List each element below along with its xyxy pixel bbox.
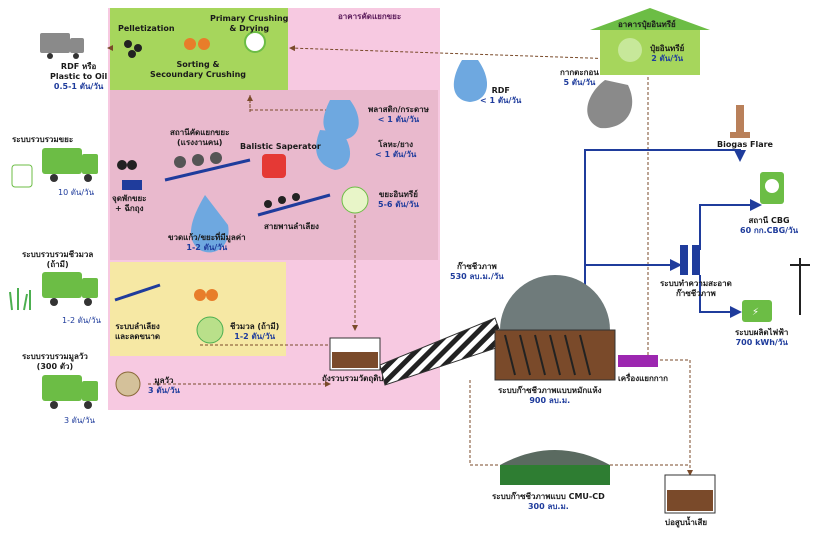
wastewater-pond-label: บ่อสูบน้ำเสีย bbox=[665, 518, 708, 527]
mixing-tank-label: ถังรวบรวมวัตถุดิบ bbox=[322, 374, 384, 383]
bin-station-label: จุดพักขยะ+ ฉีกถุง bbox=[112, 194, 147, 213]
compost-roof bbox=[590, 8, 710, 30]
gas-flow-lines bbox=[584, 149, 762, 318]
rdf-truck-icon bbox=[40, 33, 84, 59]
conveyor-label: สายพานลำเลียง bbox=[264, 222, 319, 231]
biomass-collection-rate: 1-2 ตัน/วัน bbox=[62, 316, 101, 325]
organic-waste-icon bbox=[341, 186, 369, 214]
sorting-conveyor-icon bbox=[164, 152, 251, 182]
biomass-collection-title: ระบบรวบรวมชีวมวล(ถ้ามี) bbox=[22, 250, 94, 269]
biogas-dome bbox=[500, 275, 610, 330]
separator-machine bbox=[618, 355, 658, 367]
compost-product-label: ปุ๋ยอินทรีย์2 ตัน/วัน bbox=[650, 44, 685, 63]
building-label: อาคารคัดแยกขยะ bbox=[338, 12, 402, 21]
power-pole-icon bbox=[790, 258, 810, 315]
metal-rubber-label: โลหะ/ยาง< 1 ตัน/วัน bbox=[375, 140, 417, 159]
feed-conveyor bbox=[379, 317, 506, 386]
biomass-product-label: ชีวมวล (ถ้ามี)1-2 ตัน/วัน bbox=[230, 322, 280, 341]
biomass-icon bbox=[196, 316, 224, 344]
recycle-icon bbox=[244, 31, 266, 53]
ballistic-label: Balistic Saperator bbox=[240, 142, 321, 151]
gas-cleaning-icon bbox=[680, 245, 700, 275]
waste-truck-icon bbox=[42, 148, 98, 182]
separator-label: เครื่องแยกกาก bbox=[618, 374, 668, 383]
pelletization-label: Pelletization bbox=[118, 24, 175, 33]
rdf-drop-icon bbox=[453, 60, 488, 102]
waste-collection-title: ระบบรวบรวมขยะ bbox=[12, 135, 74, 144]
biomass-feed-icon bbox=[114, 283, 218, 302]
cmu-tank bbox=[500, 465, 610, 485]
compost-building-shape bbox=[600, 30, 700, 75]
generator-icon: ⚡ bbox=[742, 300, 772, 322]
biogas-flare-icon bbox=[730, 105, 750, 138]
plastic-paper-label: พลาสติก/กระดาษ< 1 ตัน/วัน bbox=[368, 105, 429, 124]
organic-waste-label: ขยะอินทรีย์5-6 ตัน/วัน bbox=[378, 190, 419, 209]
pellet-icon bbox=[124, 40, 142, 58]
compost-building-title: อาคารปุ๋ยอินทรีย์ bbox=[618, 20, 676, 29]
grass-icon bbox=[9, 288, 31, 311]
biomass-zone bbox=[110, 262, 286, 356]
conveyor-belt-icon bbox=[257, 193, 331, 217]
manure-collection-title: ระบบรวบรวมมูลวัว(300 ตัว) bbox=[22, 352, 88, 371]
primary-crushing-label: Primary Crushing& Drying bbox=[210, 14, 289, 33]
rdf-drop-label: RDF< 1 ตัน/วัน bbox=[480, 86, 522, 105]
gas-cleaning-label: ระบบทำความสะอาดก๊าซชีวภาพ bbox=[660, 279, 732, 298]
biogas-flare-label: Biogas Flare bbox=[717, 140, 773, 149]
glass-drop-icon bbox=[190, 195, 229, 253]
manure-collection-rate: 3 ตัน/วัน bbox=[64, 416, 95, 425]
waste-collection-rate: 10 ตัน/วัน bbox=[58, 188, 95, 197]
gear-icon bbox=[184, 38, 210, 50]
manure-truck-icon bbox=[42, 375, 98, 409]
biomass-feed-label: ระบบลำเลียงและลดขนาด bbox=[115, 322, 161, 341]
metal-drop-icon bbox=[316, 130, 351, 170]
svg-text:⚡: ⚡ bbox=[752, 307, 759, 318]
recycle-bin-icon bbox=[11, 164, 33, 188]
plastic-drop-icon bbox=[323, 100, 359, 140]
sorting-label: Sorting &Secoundary Crushing bbox=[150, 60, 247, 79]
ballistic-separator-icon bbox=[262, 154, 286, 178]
digestate-drop-icon bbox=[587, 80, 633, 129]
biomass-truck-icon bbox=[42, 272, 98, 306]
manual-sort-label: สถานีคัดแยกขยะ(แรงงานคน) bbox=[170, 128, 230, 147]
cbg-pump-icon bbox=[760, 172, 784, 204]
manure-icon bbox=[115, 371, 141, 397]
bin-station-icon bbox=[117, 160, 142, 190]
cmu-dome bbox=[500, 450, 610, 465]
